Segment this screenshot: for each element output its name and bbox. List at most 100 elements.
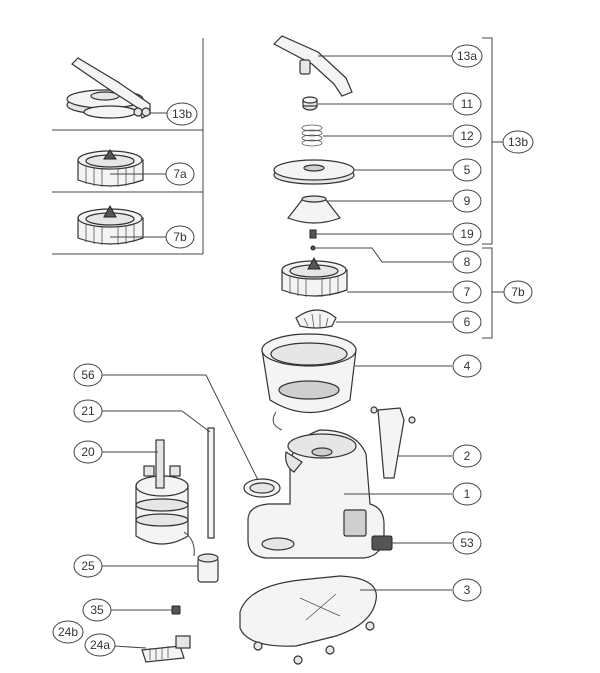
callout-c7b_group: 7b bbox=[503, 280, 533, 304]
callout-c24b: 24b bbox=[52, 620, 84, 644]
part-9-cone bbox=[287, 195, 452, 224]
part-12-spring bbox=[301, 124, 452, 147]
callout-bubble bbox=[452, 92, 482, 116]
callout-label: 7 bbox=[464, 285, 471, 299]
callout-c7: 7 bbox=[452, 280, 482, 304]
callout-c53: 53 bbox=[452, 531, 482, 555]
callout-c12: 12 bbox=[452, 124, 482, 148]
part-1-body bbox=[247, 429, 452, 559]
part-4-bowl bbox=[261, 333, 452, 431]
callout-bubble bbox=[165, 162, 195, 186]
part-7-basket bbox=[281, 256, 452, 297]
callout-label: 7a bbox=[173, 167, 187, 181]
callout-c20: 20 bbox=[73, 440, 103, 464]
callout-c2: 2 bbox=[452, 444, 482, 468]
inset-basket-7a bbox=[77, 149, 167, 187]
callout-label: 12 bbox=[460, 129, 474, 143]
callout-bubble bbox=[451, 44, 483, 68]
callout-label: 13b bbox=[508, 135, 528, 149]
callout-label: 11 bbox=[461, 97, 474, 111]
callout-label: 5 bbox=[464, 163, 471, 177]
callout-bubble bbox=[452, 531, 482, 555]
callout-c24a: 24a bbox=[84, 633, 116, 657]
callout-label: 19 bbox=[460, 227, 474, 241]
callout-c13a_top: 13a bbox=[451, 44, 483, 68]
callout-c7a: 7a bbox=[165, 162, 195, 186]
callout-bubble bbox=[452, 222, 482, 246]
callout-c11: 11 bbox=[452, 92, 482, 116]
callout-label: 2 bbox=[464, 449, 471, 463]
callout-bubble bbox=[452, 310, 482, 334]
callout-label: 35 bbox=[90, 603, 104, 617]
callout-c19: 19 bbox=[452, 222, 482, 246]
part-13a-lever bbox=[272, 35, 452, 97]
callout-bubble bbox=[503, 280, 533, 304]
callout-label: 56 bbox=[81, 368, 95, 382]
callout-bubble bbox=[73, 399, 103, 423]
part-25-capacitor bbox=[102, 553, 219, 583]
callout-c5: 5 bbox=[452, 158, 482, 182]
callout-bubble bbox=[84, 633, 116, 657]
callout-bubble bbox=[165, 225, 195, 249]
inset-panel bbox=[52, 38, 204, 255]
part-21-rod bbox=[102, 410, 215, 539]
callout-bubble bbox=[452, 444, 482, 468]
callout-label: 20 bbox=[81, 445, 95, 459]
callout-label: 21 bbox=[81, 404, 95, 418]
callout-c3: 3 bbox=[452, 578, 482, 602]
callout-label: 3 bbox=[464, 583, 471, 597]
callout-bubble bbox=[452, 280, 482, 304]
callout-c8: 8 bbox=[452, 250, 482, 274]
callout-label: 24a bbox=[90, 638, 110, 652]
callout-label: 13a bbox=[457, 49, 477, 63]
callout-label: 9 bbox=[464, 194, 471, 208]
callout-label: 1 bbox=[464, 487, 471, 501]
callout-c9: 9 bbox=[452, 189, 482, 213]
callout-c1: 1 bbox=[452, 482, 482, 506]
callout-bubble bbox=[73, 440, 103, 464]
callout-c4: 4 bbox=[452, 354, 482, 378]
callout-c6: 6 bbox=[452, 310, 482, 334]
part-3-base-plate bbox=[239, 575, 452, 665]
callout-bubble bbox=[452, 158, 482, 182]
callout-c21: 21 bbox=[73, 399, 103, 423]
part-19-screw bbox=[309, 229, 452, 239]
part-2-bracket bbox=[370, 406, 452, 479]
callout-label: 7b bbox=[173, 230, 187, 244]
part-8-pin bbox=[310, 245, 452, 263]
callout-label: 4 bbox=[464, 359, 471, 373]
callout-label: 7b bbox=[511, 285, 525, 299]
callout-label: 6 bbox=[464, 315, 471, 329]
callout-label: 53 bbox=[460, 536, 474, 550]
callout-bubble bbox=[452, 482, 482, 506]
part-35-connector bbox=[110, 605, 181, 615]
callout-bubble bbox=[52, 620, 84, 644]
callout-c13b_group: 13b bbox=[502, 130, 534, 154]
callout-bubble bbox=[452, 354, 482, 378]
callout-bubble bbox=[502, 130, 534, 154]
callout-bubble bbox=[73, 363, 103, 387]
callout-bubble bbox=[452, 578, 482, 602]
callout-c7b_inset: 7b bbox=[165, 225, 195, 249]
part-6-reamer bbox=[295, 309, 452, 329]
inset-basket-7b bbox=[77, 204, 167, 245]
group-brackets bbox=[482, 37, 504, 339]
callout-bubble bbox=[73, 554, 103, 578]
part-53-switch bbox=[371, 535, 452, 551]
callout-c13b_inset: 13b bbox=[166, 102, 198, 126]
callout-label: 25 bbox=[81, 559, 95, 573]
callout-c56: 56 bbox=[73, 363, 103, 387]
part-11-nut bbox=[302, 96, 452, 111]
callout-c35: 35 bbox=[82, 598, 112, 622]
callout-c25: 25 bbox=[73, 554, 103, 578]
inset-lid-assembly bbox=[66, 57, 168, 119]
callout-label: 24b bbox=[58, 625, 78, 639]
part-5-cap bbox=[273, 159, 452, 185]
callout-label: 13b bbox=[172, 107, 192, 121]
part-56-seal bbox=[102, 374, 281, 498]
callout-bubble bbox=[166, 102, 198, 126]
callout-label: 8 bbox=[464, 255, 471, 269]
